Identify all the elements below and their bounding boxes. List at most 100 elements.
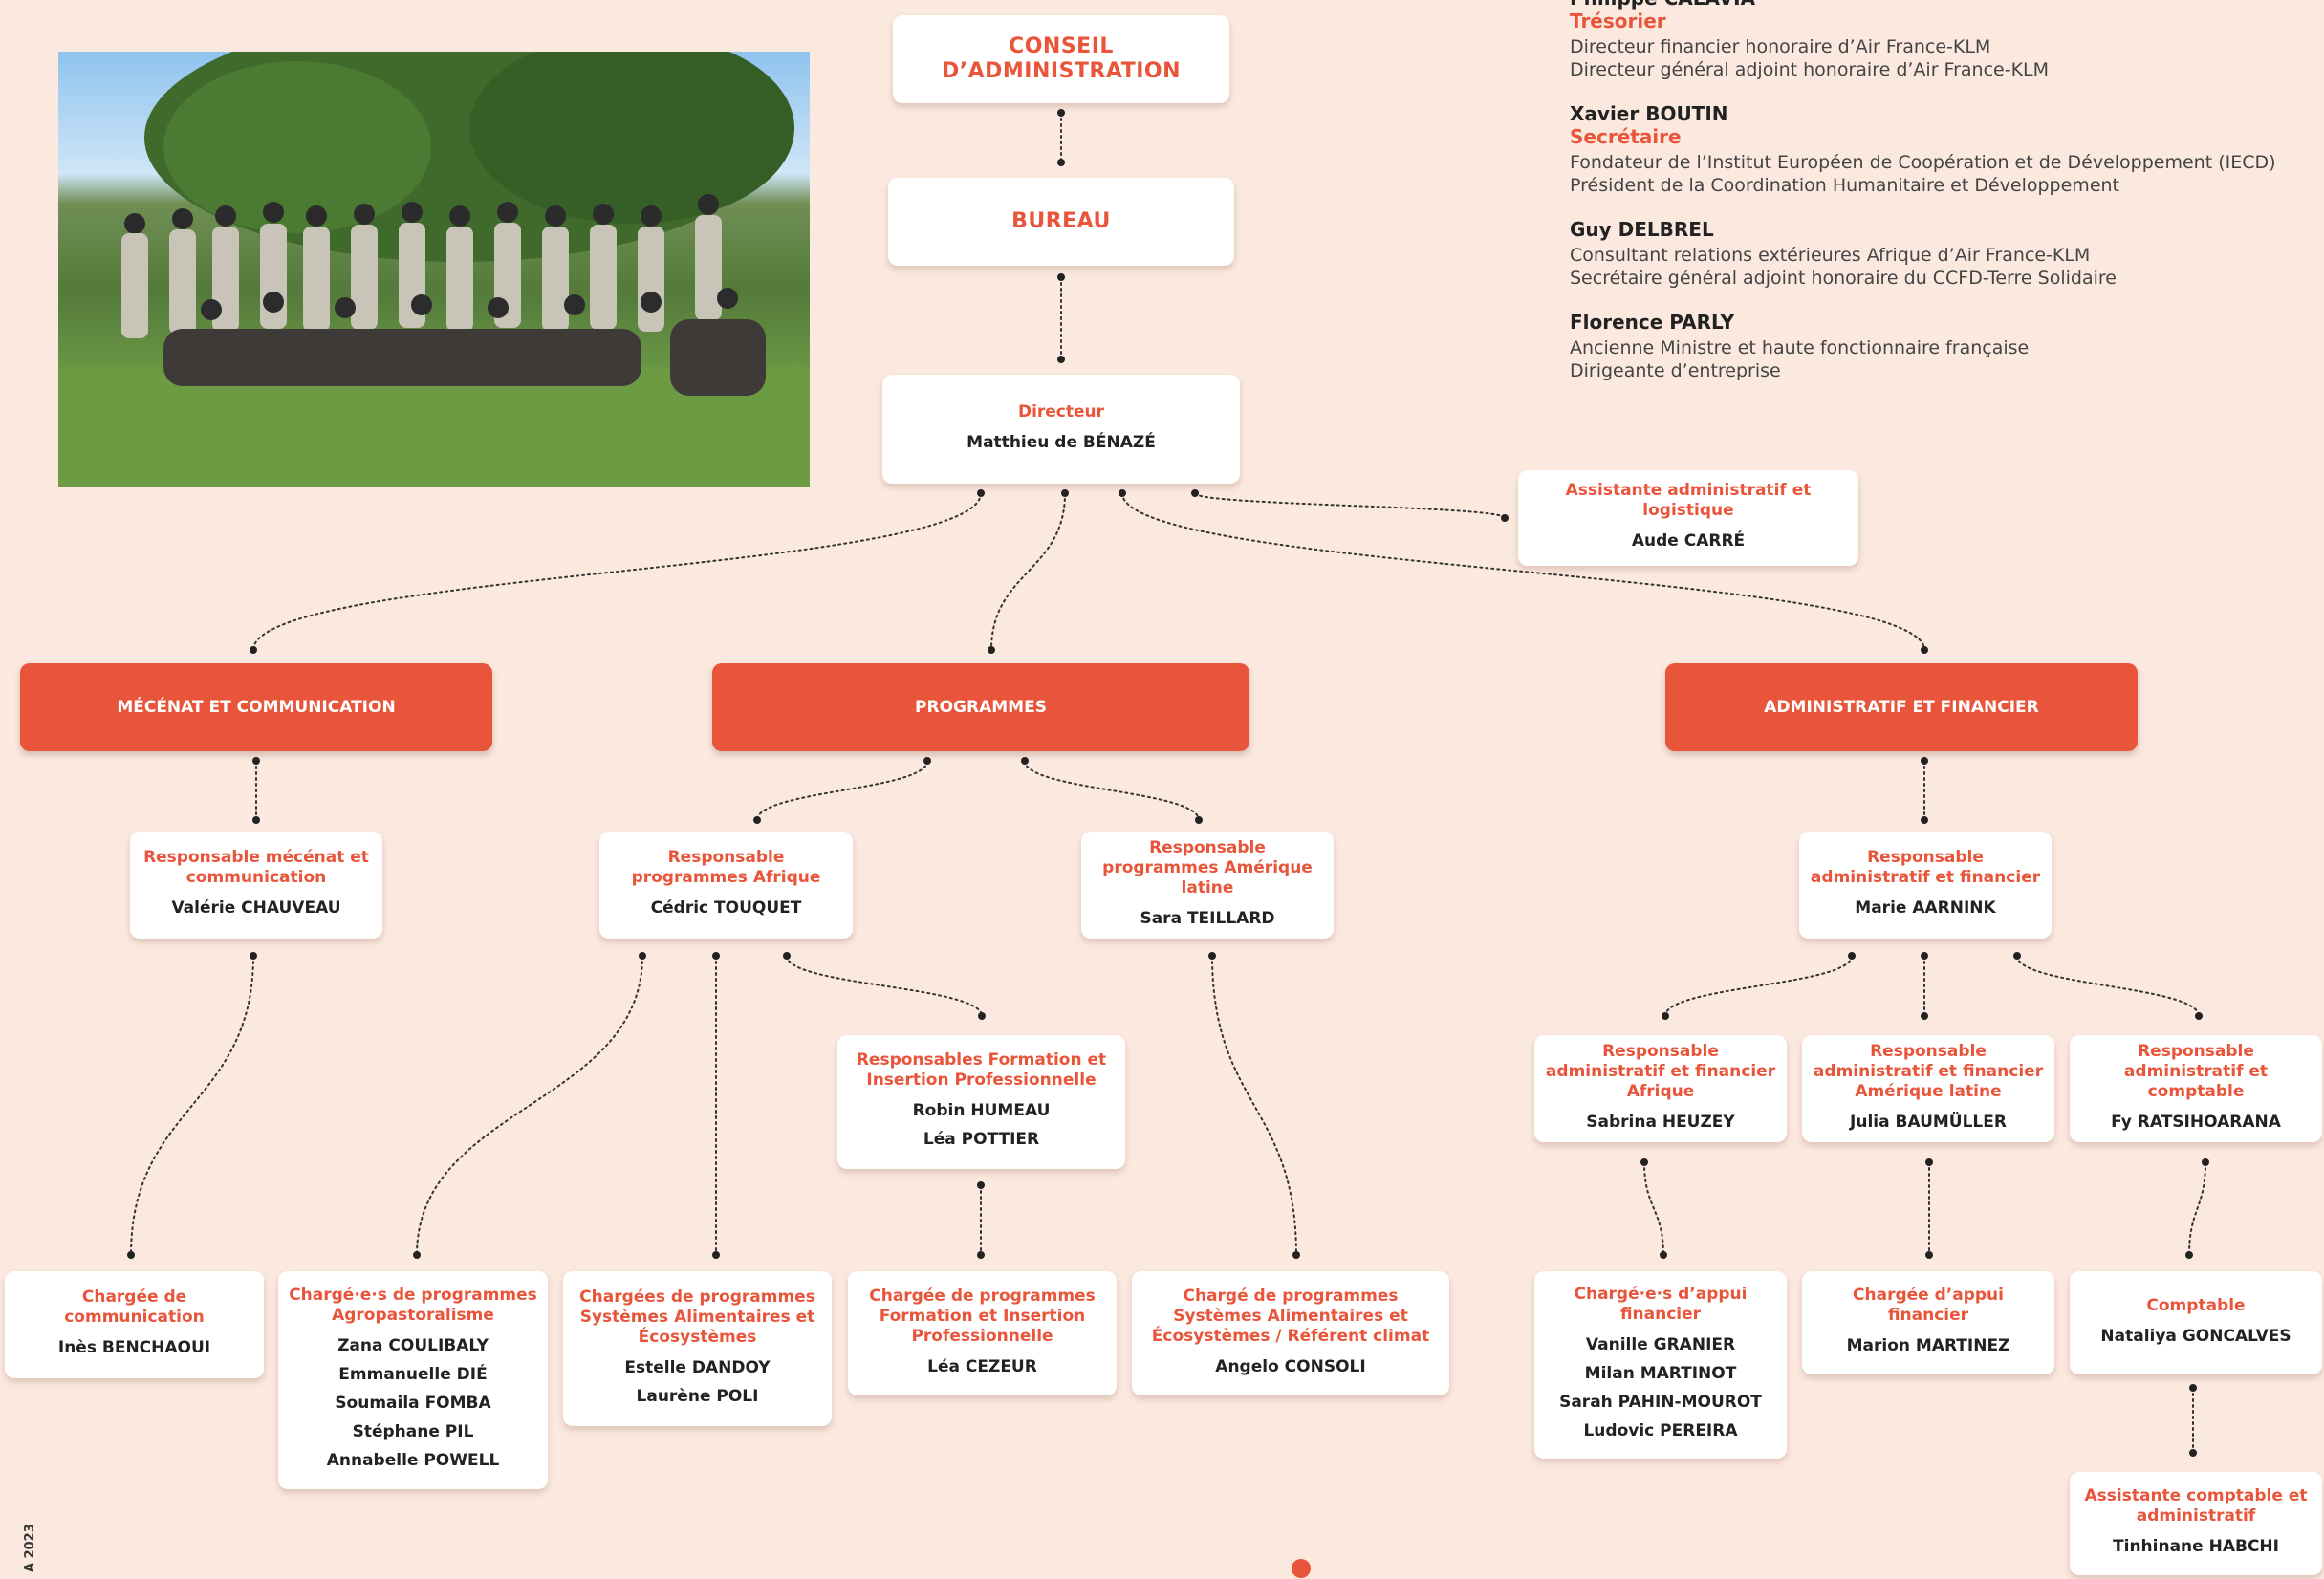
node-ch-climat: Chargé de programmes Systèmes Alimentair… xyxy=(1132,1271,1449,1395)
page-dot xyxy=(1292,1559,1311,1578)
member-detail: Président de la Coordination Humanitaire… xyxy=(1570,175,2120,196)
node-directeur: Directeur Matthieu de BÉNAZÉ xyxy=(882,375,1240,484)
connector-dot xyxy=(1662,1012,1669,1020)
node-ch-agro: Chargé·e·s de programmes Agropastoralism… xyxy=(278,1271,548,1489)
node-resp-formation: Responsables Formation et Insertion Prof… xyxy=(837,1035,1125,1169)
node-person: Inès BENCHAOUI xyxy=(57,1338,211,1357)
connector-dot xyxy=(250,952,257,960)
member-detail: Ancienne Ministre et haute fonctionnaire… xyxy=(1570,337,2030,358)
connector-dot xyxy=(1501,514,1509,522)
connector-dot xyxy=(1208,952,1216,960)
connector-dot xyxy=(1921,952,1928,960)
connector-line xyxy=(1211,955,1297,1256)
node-bureau: BUREAU xyxy=(888,178,1234,266)
dept-programmes: PROGRAMMES xyxy=(712,663,1249,751)
node-person: Léa CEZEUR xyxy=(927,1356,1037,1376)
node-resp-amerique: Responsable programmes Amérique latine S… xyxy=(1081,832,1334,939)
connector-dot xyxy=(2195,1012,2203,1020)
node-role: Chargé·e·s de programmes Agropastoralism… xyxy=(289,1286,537,1325)
connector-dot xyxy=(2189,1449,2197,1457)
connector-line xyxy=(130,955,254,1256)
footer-text: A 2023 xyxy=(23,1524,37,1572)
board-member: Philippe CALAVIA Trésorier Directeur fin… xyxy=(1570,0,2315,81)
connector-dot xyxy=(127,1251,135,1259)
connector-dot xyxy=(923,757,931,765)
node-role: Chargé·e·s d’appui financier xyxy=(1574,1285,1748,1324)
connector-dot xyxy=(988,646,995,654)
connector-line xyxy=(1664,955,1853,1017)
connector-line xyxy=(1643,1161,1664,1256)
connector-dot xyxy=(250,646,257,654)
node-person: Sarah PAHIN-MOUROT xyxy=(1559,1393,1762,1412)
node-resp-admin: Responsable administratif et financier M… xyxy=(1799,832,2052,939)
node-person: Laurène POLI xyxy=(636,1386,759,1406)
connector-line xyxy=(756,760,928,821)
node-person: Sabrina HEUZEY xyxy=(1586,1112,1735,1132)
node-person: Tinhinane HABCHI xyxy=(2113,1537,2279,1556)
node-person: Nataliya GONCALVES xyxy=(2100,1326,2291,1346)
node-raf-comptable: Responsable administratif et comptable F… xyxy=(2070,1035,2322,1142)
connector-dot xyxy=(1660,1251,1667,1259)
node-person: Annabelle POWELL xyxy=(326,1451,500,1470)
node-role: Responsable administratif et comptable xyxy=(2123,1041,2269,1101)
board-members: Philippe CALAVIA Trésorier Directeur fin… xyxy=(1570,0,2315,403)
node-ch-appui-2: Chargée d’appui financier Marion MARTINE… xyxy=(1802,1271,2054,1374)
node-role: Chargées de programmes Systèmes Alimenta… xyxy=(579,1287,815,1347)
node-person: Zana COULIBALY xyxy=(337,1336,489,1355)
connector-line xyxy=(1194,492,1506,519)
node-ch-systemes: Chargées de programmes Systèmes Alimenta… xyxy=(563,1271,832,1426)
connector-dot xyxy=(1848,952,1856,960)
node-person: Milan MARTINOT xyxy=(1584,1364,1737,1383)
connector-dot xyxy=(1061,489,1069,497)
connector-dot xyxy=(1057,273,1065,281)
node-role: Responsable administratif et financier xyxy=(1810,848,2041,887)
connector-line xyxy=(252,492,982,651)
board-member: Guy DELBREL Consultant relations extérie… xyxy=(1570,218,2315,290)
member-detail: Dirigeante d’entreprise xyxy=(1570,360,1781,381)
connector-dot xyxy=(1191,489,1199,497)
connector-dot xyxy=(252,816,260,824)
connector-line xyxy=(786,955,983,1017)
node-role: Responsable programmes Afrique xyxy=(631,848,821,887)
connector-line xyxy=(1024,760,1200,821)
connector-dot xyxy=(1057,356,1065,363)
member-detail: Consultant relations extérieures Afrique… xyxy=(1570,245,2091,266)
connector-dot xyxy=(1057,109,1065,117)
node-ch-communication: Chargée de communication Inès BENCHAOUI xyxy=(5,1271,264,1378)
member-role: Trésorier xyxy=(1570,10,1666,32)
node-resp-mecenat: Responsable mécénat et communication Val… xyxy=(130,832,382,939)
node-person: Marion MARTINEZ xyxy=(1846,1336,2010,1355)
node-raf-amerique: Responsable administratif et financier A… xyxy=(1802,1035,2054,1142)
node-role: Responsable administratif et financier A… xyxy=(1813,1041,2044,1101)
node-person: Soumaila FOMBA xyxy=(335,1394,491,1413)
node-person: Ludovic PEREIRA xyxy=(1583,1421,1738,1440)
node-person: Matthieu de BÉNAZÉ xyxy=(967,432,1156,452)
connector-dot xyxy=(978,1012,986,1020)
connector-dot xyxy=(1921,816,1928,824)
node-person: Marie AARNINK xyxy=(1855,898,1996,918)
member-name: Florence PARLY xyxy=(1570,311,1735,334)
board-member: Xavier BOUTIN Secrétaire Fondateur de l’… xyxy=(1570,102,2315,197)
node-comptable: Comptable Nataliya GONCALVES xyxy=(2070,1271,2322,1374)
node-person: Robin HUMEAU xyxy=(912,1101,1051,1120)
connector-dot xyxy=(712,952,720,960)
node-role: Assistante comptable et administratif xyxy=(2084,1486,2308,1525)
connector-dot xyxy=(783,952,791,960)
connector-dot xyxy=(977,1181,985,1189)
team-photo xyxy=(58,52,810,487)
node-role: Chargée de communication xyxy=(64,1287,205,1327)
connector-dot xyxy=(2013,952,2021,960)
node-role: Responsables Formation et Insertion Prof… xyxy=(856,1050,1107,1090)
connector-dot xyxy=(1119,489,1126,497)
member-name: Guy DELBREL xyxy=(1570,218,1714,241)
connector-line xyxy=(2188,1161,2206,1256)
node-role: Assistante administratif et logistique xyxy=(1565,481,1812,520)
node-person: Léa POTTIER xyxy=(923,1130,1040,1149)
connector-dot xyxy=(413,1251,421,1259)
connector-dot xyxy=(1057,159,1065,166)
dept-admin: ADMINISTRATIF ET FINANCIER xyxy=(1665,663,2138,751)
node-ch-appui: Chargé·e·s d’appui financier Vanille GRA… xyxy=(1534,1271,1787,1459)
node-role: Responsable administratif et financier A… xyxy=(1545,1041,1776,1101)
node-assistante-comptable: Assistante comptable et administratif Ti… xyxy=(2070,1472,2322,1575)
node-role: Responsable mécénat et communication xyxy=(143,848,369,887)
